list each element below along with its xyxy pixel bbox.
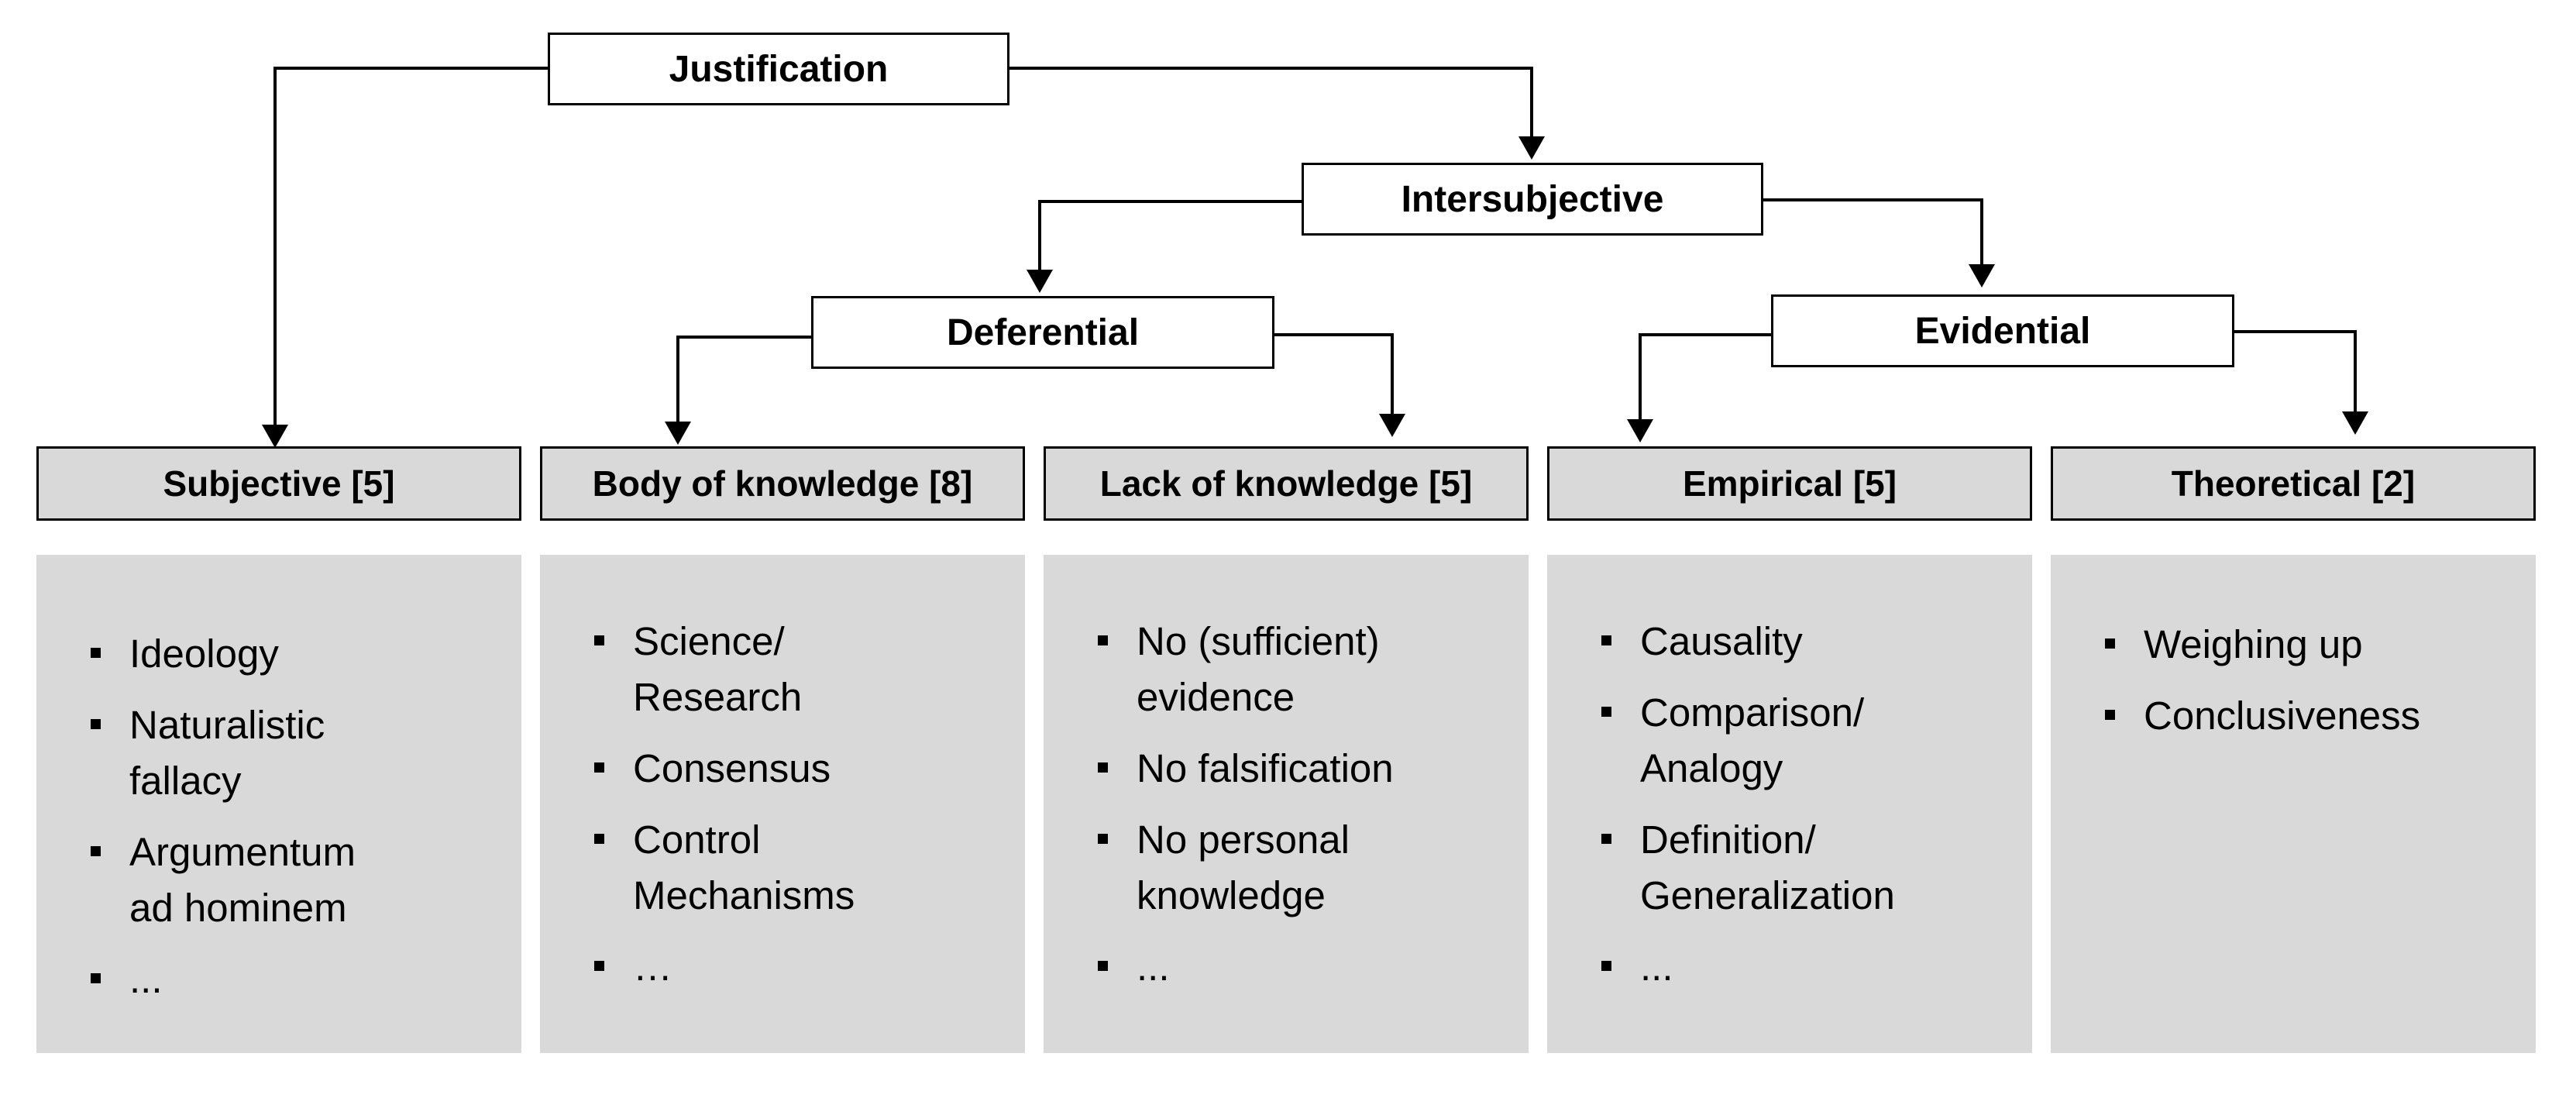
item-line: … [633,945,672,989]
list-item: No (sufficient) evidence [1044,614,1529,725]
item-line: Conclusiveness [2144,694,2421,738]
edge-evidential-theoretical [2233,330,2357,415]
bullet-icon [91,719,101,729]
node-justification: Justification [548,33,1009,105]
bullet-icon [2105,710,2115,720]
node-evidential: Evidential [1771,294,2234,367]
list-item: Argumentum ad hominem [36,824,521,936]
category-empirical: Empirical [5] [1547,446,2032,521]
list-item: Consensus [540,741,1025,797]
item-line: Consensus [633,746,831,790]
edge-evidential-empirical [1639,333,1773,422]
bullet-icon [1601,635,1611,645]
item-line: No (sufficient) [1137,619,1380,663]
bullet-icon [594,762,604,773]
edge-deferential-lack [1273,333,1394,417]
node-deferential: Deferential [811,296,1274,369]
item-line: Generalization [1640,873,1895,917]
list-item: Ideology [36,626,521,682]
panel-subjective: Ideology Naturalistic fallacy Argumentum a… [36,555,521,1053]
bullet-icon [1098,961,1108,971]
bullet-icon [91,973,101,983]
category-body-of-knowledge: Body of knowledge [8] [540,446,1025,521]
item-line: Analogy [1640,746,1783,790]
item-line: Definition/ [1640,817,1816,862]
node-intersubjective: Intersubjective [1302,163,1763,236]
item-line: ad hominem [129,886,347,930]
list-item: Definition/Generalization [1547,812,2032,924]
list-item: Conclusiveness [2051,688,2536,744]
item-line: fallacy [129,759,242,803]
edge-intersubjective-deferential [1038,200,1303,273]
list-item: ... [1547,939,2032,995]
item-line: Naturalistic [129,703,325,747]
panel-empirical: Causality Comparison/Analogy Definition/… [1547,555,2032,1053]
item-list: Ideology Naturalistic fallacy Argumentum a… [36,626,521,1007]
edge-intersubjective-evidential [1762,198,1983,267]
bullet-icon [1098,635,1108,645]
list-item: No personal knowledge [1044,812,1529,924]
item-line: ... [129,957,163,1001]
item-line: Weighing up [2144,622,2363,666]
list-item: Naturalistic fallacy [36,697,521,809]
list-item: Causality [1547,614,2032,669]
item-line: Control [633,817,761,862]
edge-deferential-body [676,336,813,425]
list-item: Science/Research [540,614,1025,725]
item-line: knowledge [1137,873,1326,917]
list-item: … [540,939,1025,995]
list-item: ... [1044,939,1529,995]
category-theoretical: Theoretical [2] [2051,446,2536,521]
item-list: Weighing up Conclusiveness [2051,617,2536,744]
bullet-icon [1098,834,1108,844]
bullet-icon [1601,834,1611,844]
item-line: Science/ [633,619,785,663]
item-line: Causality [1640,619,1803,663]
bullet-icon [91,846,101,856]
panel-theoretical: Weighing up Conclusiveness [2051,555,2536,1053]
item-list: No (sufficient) evidence No falsification… [1044,614,1529,995]
item-line: Research [633,675,803,719]
list-item: ... [36,952,521,1007]
bullet-icon [594,834,604,844]
bullet-icon [91,648,101,658]
item-line: ... [1137,945,1170,989]
bullet-icon [2105,638,2115,649]
item-line: No falsification [1137,746,1394,790]
edge-justification-subjective [273,67,550,429]
bullet-icon [1098,762,1108,773]
bullet-icon [1601,961,1611,971]
panel-lack-of-knowledge: No (sufficient) evidence No falsification… [1044,555,1529,1053]
category-lack-of-knowledge: Lack of knowledge [5] [1044,446,1529,521]
bullet-icon [1601,707,1611,717]
edge-justification-intersubjective [1007,67,1533,139]
item-line: Mechanisms [633,873,855,917]
item-line: Ideology [129,632,279,676]
item-line: evidence [1137,675,1295,719]
bullet-icon [594,635,604,645]
item-line: Comparison/ [1640,690,1865,735]
item-line: Argumentum [129,830,356,874]
list-item: Comparison/Analogy [1547,685,2032,797]
bullet-icon [594,961,604,971]
item-list: Causality Comparison/Analogy Definition/… [1547,614,2032,995]
item-line: ... [1640,945,1673,989]
category-subjective: Subjective [5] [36,446,521,521]
list-item: No falsification [1044,741,1529,797]
list-item: Weighing up [2051,617,2536,673]
item-line: No personal [1137,817,1350,862]
